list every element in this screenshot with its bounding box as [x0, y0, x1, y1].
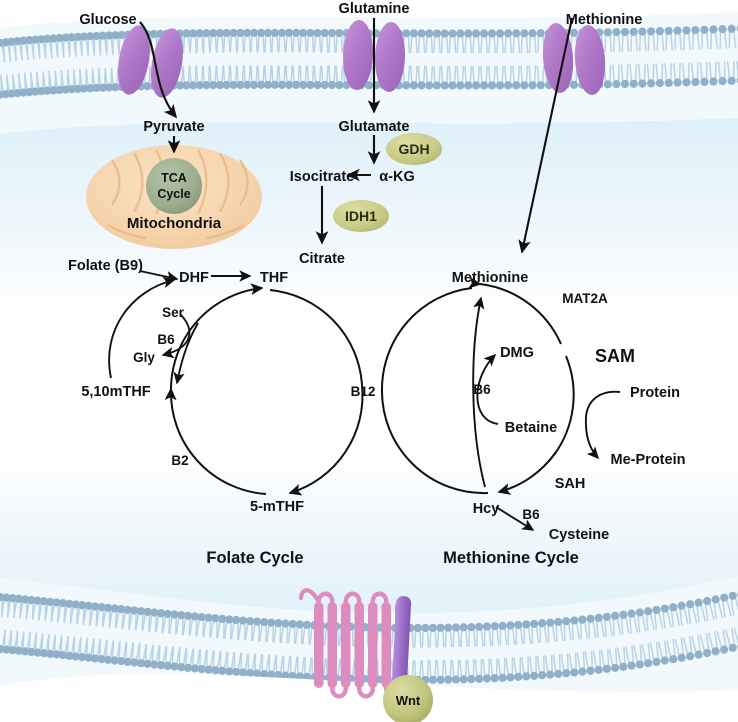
glycine-label: Gly: [133, 350, 155, 365]
isocitrate-label: Isocitrate: [290, 169, 354, 185]
tca-cycle-node: [146, 158, 202, 214]
wnt-ligand-sphere: [383, 675, 433, 722]
receptor-loop-5: [370, 591, 389, 605]
arrow-protein-in: [585, 390, 621, 417]
arc-hcy-to-methionine: [380, 287, 489, 495]
arrow-thf-to-510mthf: [173, 322, 199, 385]
hcy-label: Hcy: [473, 501, 500, 517]
receptor-loop-4: [357, 685, 375, 699]
arc-b12-to-5mthf: [288, 384, 364, 496]
glucose-label: Glucose: [79, 12, 136, 28]
betaine-label: Betaine: [505, 420, 557, 436]
receptor-helix-3: [341, 602, 351, 688]
five-mthf-label: 5-mTHF: [250, 499, 304, 515]
folate-cycle-title: Folate Cycle: [206, 549, 303, 567]
glutamine-label: Glutamine: [339, 1, 410, 17]
arrow-510mthf-to-dhf: [108, 276, 176, 379]
arrow-hcy-to-methionine-inner: [472, 296, 486, 488]
enzyme-idh1: IDH1: [345, 208, 377, 224]
methionine-extracellular-label: Methionine: [566, 12, 643, 28]
methionine-cycle-ring: [380, 276, 621, 531]
arrow-methionine-import: [518, 17, 574, 254]
serine-label: Ser: [162, 305, 185, 320]
arc-thf-to-b12: [269, 289, 363, 386]
folate-b9-label: Folate (B9): [68, 258, 143, 274]
pyruvate-label: Pyruvate: [143, 119, 204, 135]
wnt-ligand-label: Wnt: [396, 693, 421, 708]
enzyme-gdh: GDH: [398, 141, 429, 157]
enzyme-mat2a: MAT2A: [562, 291, 608, 306]
wnt-receptor-complex[interactable]: [298, 588, 433, 722]
sah-label: SAH: [555, 476, 586, 492]
enzyme-idh1-shape: [333, 200, 389, 232]
five-ten-mthf-label: 5,10mTHF: [81, 384, 150, 400]
receptor-helix-4: [354, 602, 364, 688]
receptor-helix-1: [314, 602, 324, 688]
cysteine-label: Cysteine: [549, 527, 609, 543]
cofactor-b2: B2: [171, 453, 188, 468]
cofactor-b12: B12: [351, 384, 376, 399]
protein-label: Protein: [630, 385, 680, 401]
cofactor-b6-betaine: B6: [473, 382, 491, 397]
dmg-label: DMG: [500, 345, 534, 361]
enzyme-gdh-shape: [386, 133, 442, 165]
receptor-helix-2: [327, 602, 337, 688]
tca-cycle-label-line2: Cycle: [157, 187, 190, 201]
receptor-loop-2: [330, 685, 348, 699]
arrow-ser-to-gly: [161, 314, 191, 359]
tca-cycle-label-line1: TCA: [161, 171, 187, 185]
cofactor-b6-folate: B6: [157, 332, 175, 347]
methionine-label: Methionine: [452, 270, 529, 286]
enzyme-ovals: [333, 133, 442, 232]
sam-label: SAM: [595, 346, 635, 366]
arrow-hcy-to-cysteine: [495, 506, 535, 531]
methionine-transporter[interactable]: [541, 22, 608, 96]
folate-cycle-ring: [108, 270, 364, 496]
dhf-label: DHF: [179, 270, 209, 286]
receptor-helix-6: [381, 602, 391, 688]
mitochondria: [86, 145, 262, 249]
cofactor-b6-cysteine: B6: [522, 507, 540, 522]
mitochondria-label: Mitochondria: [127, 215, 222, 232]
glutamate-label: Glutamate: [339, 119, 410, 135]
text-labels: Glucose Glutamine Methionine Pyruvate TC…: [68, 1, 685, 708]
receptor-loop-3: [343, 591, 362, 605]
akg-label: α-KG: [379, 169, 415, 185]
mitochondria-cristae: [107, 149, 249, 240]
arc-510mthf-to-thf: [170, 283, 264, 390]
arrow-to-me-protein: [584, 415, 600, 460]
citrate-label: Citrate: [299, 251, 345, 267]
glutamine-transporter[interactable]: [342, 19, 406, 92]
upper-metabolism-arrows: [139, 17, 574, 254]
thf-label: THF: [260, 270, 288, 286]
arrow-betaine-to-dmg: [476, 353, 499, 425]
receptor-n-terminus: [298, 588, 321, 605]
arc-to-methionine: [468, 276, 562, 345]
arc-sam-to-sah: [553, 355, 575, 456]
methionine-cycle-title: Methionine Cycle: [443, 549, 579, 567]
arc-5mthf-to-510mthf: [164, 387, 267, 495]
arrow-glucose-to-pyruvate: [139, 21, 178, 119]
me-protein-label: Me-Protein: [611, 452, 686, 468]
arc-sah-to-hcy: [497, 451, 557, 495]
receptor-helix-5: [368, 602, 378, 688]
wnt-coreceptor-rod: [391, 596, 412, 690]
